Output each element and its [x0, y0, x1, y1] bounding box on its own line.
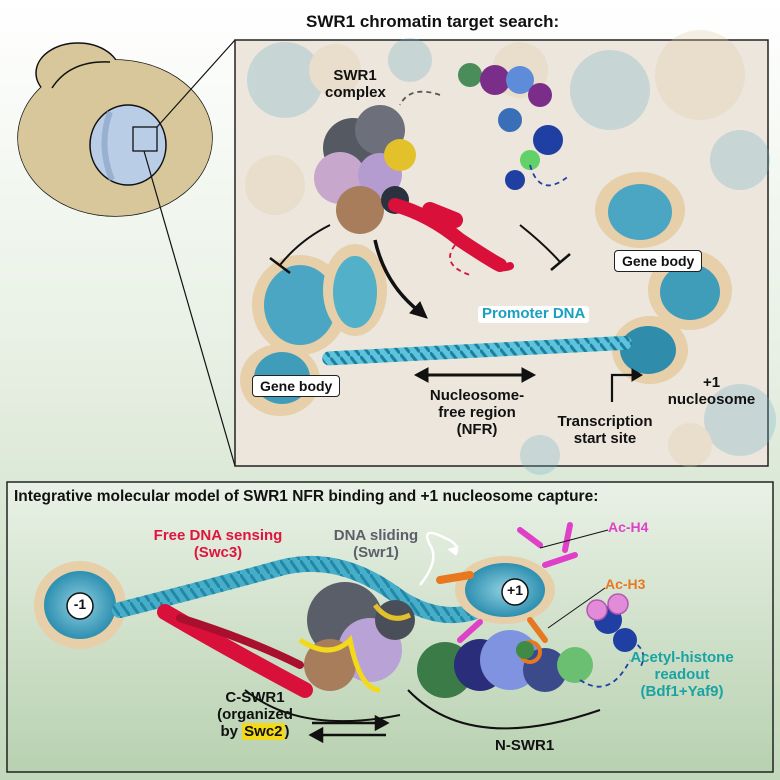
c-swr1-structure: [298, 582, 415, 693]
dna-sliding-label: DNA sliding (Swr1): [326, 527, 426, 562]
swr1-complex-line-2: complex: [325, 83, 386, 101]
ac-h3-label: Ac-H3: [605, 576, 646, 592]
plus1-nucleosome: [436, 522, 578, 643]
swr1-complex-structure: [314, 63, 571, 276]
dna-sliding-line-2: (Swr1): [353, 543, 399, 561]
search-arrows: [269, 224, 643, 402]
bottom-panel: [6, 481, 774, 773]
acetyl-line-2: readout: [654, 665, 710, 683]
equilibrium-arrows: [308, 714, 390, 744]
n-swr1-label: N-SWR1: [495, 737, 555, 754]
top-panel-title: SWR1 chromatin target search:: [306, 12, 560, 31]
plus1-bottom-label: +1: [507, 582, 523, 598]
ac-h4-label: Ac-H4: [608, 519, 649, 535]
free-dna-line-1: Free DNA sensing: [153, 527, 283, 544]
c-swr1-close-paren: ): [284, 722, 290, 740]
nfr-line-3: (NFR): [456, 420, 498, 438]
swc2-highlight: Swc2: [242, 722, 285, 740]
nfr-line-2: free region: [438, 403, 516, 421]
minus1-nucleosome: [34, 561, 126, 649]
c-swr1-line-1: C-SWR1: [225, 689, 285, 706]
nucleus-icon: [89, 104, 167, 186]
c-swr1-label: C-SWR1 (organized by Swc2): [205, 689, 305, 741]
bottom-panel-title: Integrative molecular model of SWR1 NFR …: [14, 488, 599, 505]
gene-body-left-nucleosomes: [240, 244, 387, 416]
c-swr1-line-2: (organized: [217, 705, 293, 723]
swr1-complex-line-1: SWR1: [333, 67, 377, 84]
nfr-label: Nucleosome- free region (NFR): [424, 387, 530, 438]
gene-body-left-label: Gene body: [252, 375, 341, 397]
free-dna-sensing-label: Free DNA sensing (Swc3): [148, 527, 288, 562]
promoter-dna-label: Promoter DNA: [478, 305, 590, 323]
zoom-box: [132, 126, 158, 152]
yeast-cell-icon: [17, 39, 236, 467]
gene-body-right-label: Gene body: [614, 250, 703, 272]
plus1-line-1: +1: [702, 374, 721, 391]
tss-line-2: start site: [573, 429, 637, 447]
c-swr1-line-3: by Swc2): [205, 722, 305, 741]
tss-line-1: Transcription: [557, 413, 653, 430]
n-swr1-structure: [417, 593, 645, 698]
plus1-line-2: nucleosome: [667, 390, 756, 408]
c-swr1-by: by: [220, 722, 243, 740]
tss-label: Transcription start site: [545, 413, 665, 448]
minus1-label: -1: [73, 596, 87, 612]
dna-sliding-line-1: DNA sliding: [333, 527, 419, 544]
plus1-top-label: +1 nucleosome: [664, 374, 759, 409]
acetyl-histone-label: Acetyl-histone readout (Bdf1+Yaf9): [612, 649, 752, 700]
acetyl-line-3: (Bdf1+Yaf9): [640, 682, 724, 700]
swr1-complex-label: SWR1 complex: [325, 67, 386, 102]
nfr-line-1: Nucleosome-: [429, 387, 525, 404]
acetyl-line-1: Acetyl-histone: [630, 649, 734, 666]
promoter-dna: [322, 335, 632, 366]
free-dna-line-2: (Swc3): [193, 543, 243, 561]
